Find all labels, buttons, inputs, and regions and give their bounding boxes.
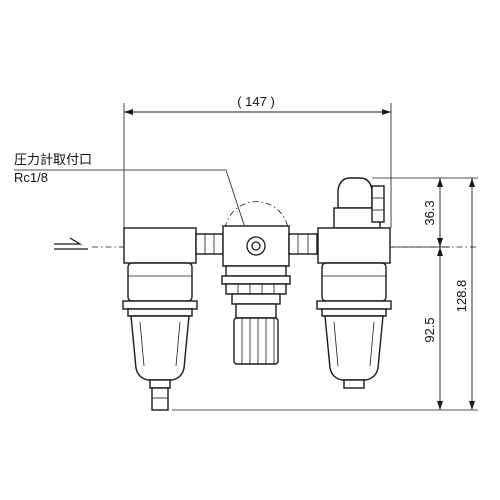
gauge-port bbox=[246, 236, 266, 256]
annotation-line2: Rc1/8 bbox=[14, 170, 48, 185]
filter-unit bbox=[122, 227, 198, 411]
annotation-line1: 圧力計取付口 bbox=[14, 152, 92, 167]
dimension-width-label: ( 147 ) bbox=[237, 94, 275, 109]
dimension-width: ( 147 ) bbox=[123, 94, 392, 228]
dimension-total-label: 128.8 bbox=[454, 280, 469, 313]
dimension-heights: 36.3 92.5 128.8 bbox=[172, 177, 478, 411]
regulator-unit bbox=[221, 201, 291, 365]
dimension-lower-label: 92.5 bbox=[422, 317, 437, 342]
flow-direction-arrow bbox=[54, 237, 88, 250]
arrow-right bbox=[382, 109, 391, 115]
lubricator-unit bbox=[316, 177, 392, 389]
connector-right bbox=[288, 233, 318, 255]
connector-left bbox=[195, 233, 224, 255]
arrow-left bbox=[124, 109, 133, 115]
dimension-upper-label: 36.3 bbox=[422, 200, 437, 225]
